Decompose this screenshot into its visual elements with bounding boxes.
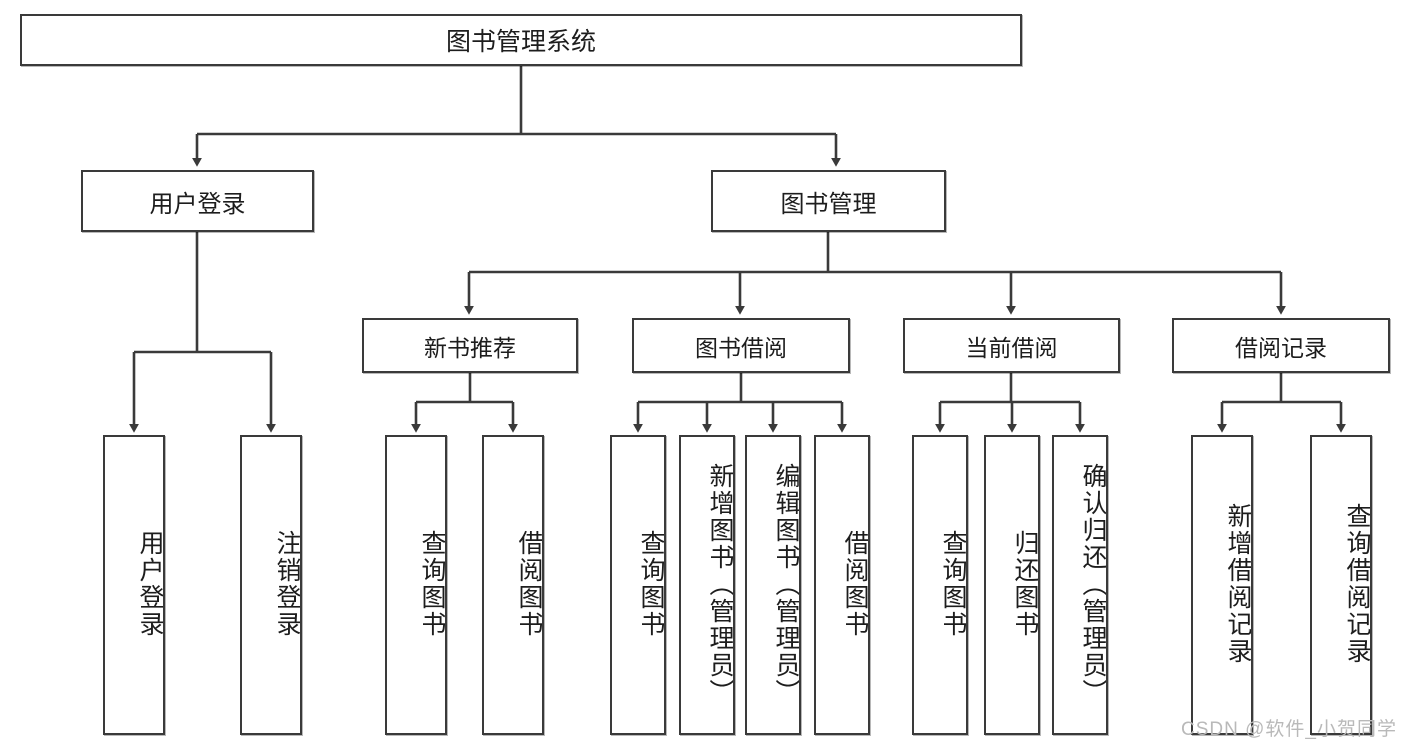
node-leaf-user-logout[interactable]: 注销登录 bbox=[240, 435, 302, 735]
node-leaf-br-query-record-label: 查询借阅记录 bbox=[1343, 503, 1371, 665]
node-leaf-cb-confirm-return[interactable]: 确认归还（管理员） bbox=[1052, 435, 1108, 735]
node-leaf-cb-query-book[interactable]: 查询图书 bbox=[912, 435, 968, 735]
node-borrow-record[interactable]: 借阅记录 bbox=[1172, 318, 1390, 373]
node-leaf-bb-add-book[interactable]: 新增图书（管理员） bbox=[679, 435, 735, 735]
node-leaf-bb-add-book-label: 新增图书（管理员） bbox=[706, 462, 734, 706]
node-leaf-bb-borrow-book-label: 借阅图书 bbox=[841, 530, 869, 638]
node-book-manage-label: 图书管理 bbox=[780, 190, 877, 218]
node-current-borrow-label: 当前借阅 bbox=[965, 334, 1058, 361]
node-book-borrow-label: 图书借阅 bbox=[695, 334, 787, 361]
node-user-login[interactable]: 用户登录 bbox=[81, 170, 314, 232]
node-new-book-recommend[interactable]: 新书推荐 bbox=[362, 318, 578, 373]
node-book-manage[interactable]: 图书管理 bbox=[711, 170, 946, 232]
node-leaf-bb-edit-book[interactable]: 编辑图书（管理员） bbox=[745, 435, 801, 735]
node-leaf-bb-query-book[interactable]: 查询图书 bbox=[610, 435, 666, 735]
node-root-label: 图书管理系统 bbox=[445, 28, 596, 56]
node-leaf-cb-return-book-label: 归还图书 bbox=[1011, 530, 1039, 638]
node-leaf-br-add-record[interactable]: 新增借阅记录 bbox=[1191, 435, 1253, 735]
node-leaf-cb-confirm-return-label: 确认归还（管理员） bbox=[1079, 462, 1107, 706]
node-leaf-cb-query-book-label: 查询图书 bbox=[939, 530, 967, 638]
node-user-login-label: 用户登录 bbox=[149, 190, 246, 218]
node-current-borrow[interactable]: 当前借阅 bbox=[903, 318, 1120, 373]
node-leaf-nb-borrow-book-label: 借阅图书 bbox=[515, 530, 543, 638]
node-leaf-bb-edit-book-label: 编辑图书（管理员） bbox=[772, 462, 800, 706]
node-borrow-record-label: 借阅记录 bbox=[1235, 334, 1327, 361]
node-leaf-br-add-record-label: 新增借阅记录 bbox=[1224, 503, 1252, 665]
node-leaf-br-query-record[interactable]: 查询借阅记录 bbox=[1310, 435, 1372, 735]
node-leaf-nb-query-book[interactable]: 查询图书 bbox=[385, 435, 447, 735]
node-leaf-cb-return-book[interactable]: 归还图书 bbox=[984, 435, 1040, 735]
node-leaf-bb-borrow-book[interactable]: 借阅图书 bbox=[814, 435, 870, 735]
node-leaf-nb-borrow-book[interactable]: 借阅图书 bbox=[482, 435, 544, 735]
node-book-borrow[interactable]: 图书借阅 bbox=[632, 318, 850, 373]
node-leaf-nb-query-book-label: 查询图书 bbox=[418, 530, 446, 638]
node-leaf-user-login[interactable]: 用户登录 bbox=[103, 435, 165, 735]
node-root[interactable]: 图书管理系统 bbox=[20, 14, 1022, 66]
node-leaf-bb-query-book-label: 查询图书 bbox=[637, 530, 665, 638]
node-leaf-user-logout-label: 注销登录 bbox=[273, 530, 301, 638]
csdn-watermark: CSDN @软件_小贺同学 bbox=[1181, 719, 1397, 740]
node-new-book-recommend-label: 新书推荐 bbox=[424, 334, 516, 361]
node-leaf-user-login-label: 用户登录 bbox=[136, 530, 164, 638]
